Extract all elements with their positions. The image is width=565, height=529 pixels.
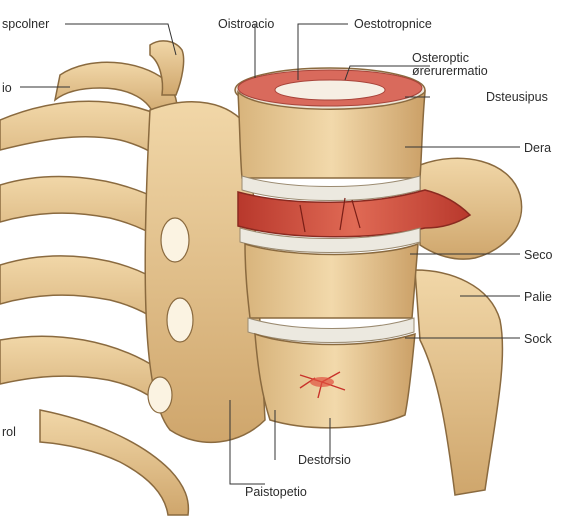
spinous-process [414,269,504,496]
label-top-left: spcolner [2,17,50,31]
foramina [147,217,194,414]
label-right-1-line2: ørerurermatio [412,64,488,78]
label-left-upper: io [2,81,12,95]
label-right-5: Palie [524,290,552,304]
label-bottom-left-center: Paistopetio [245,485,307,499]
label-bottom-center: Destorsio [298,453,351,467]
label-left-lower: rol [2,425,16,439]
label-right-2: Dsteusipus [486,90,548,104]
label-right-6: Sock [524,332,552,346]
leader-lines [20,23,520,485]
label-top-right: Oestotropnice [354,17,432,31]
vertebral-body-middle [244,242,419,319]
herniated-disc [237,189,472,238]
label-right-3: Dera [524,141,552,155]
label-right-4: Seco [524,248,553,262]
lamina [144,101,266,443]
vertebral-body-upper [237,90,426,179]
label-top-center: Oistroacio [218,17,275,31]
transverse-process [419,157,523,260]
label-right-1-line1: Osteroptic [412,51,469,65]
vertebral-body-lower [254,332,416,429]
